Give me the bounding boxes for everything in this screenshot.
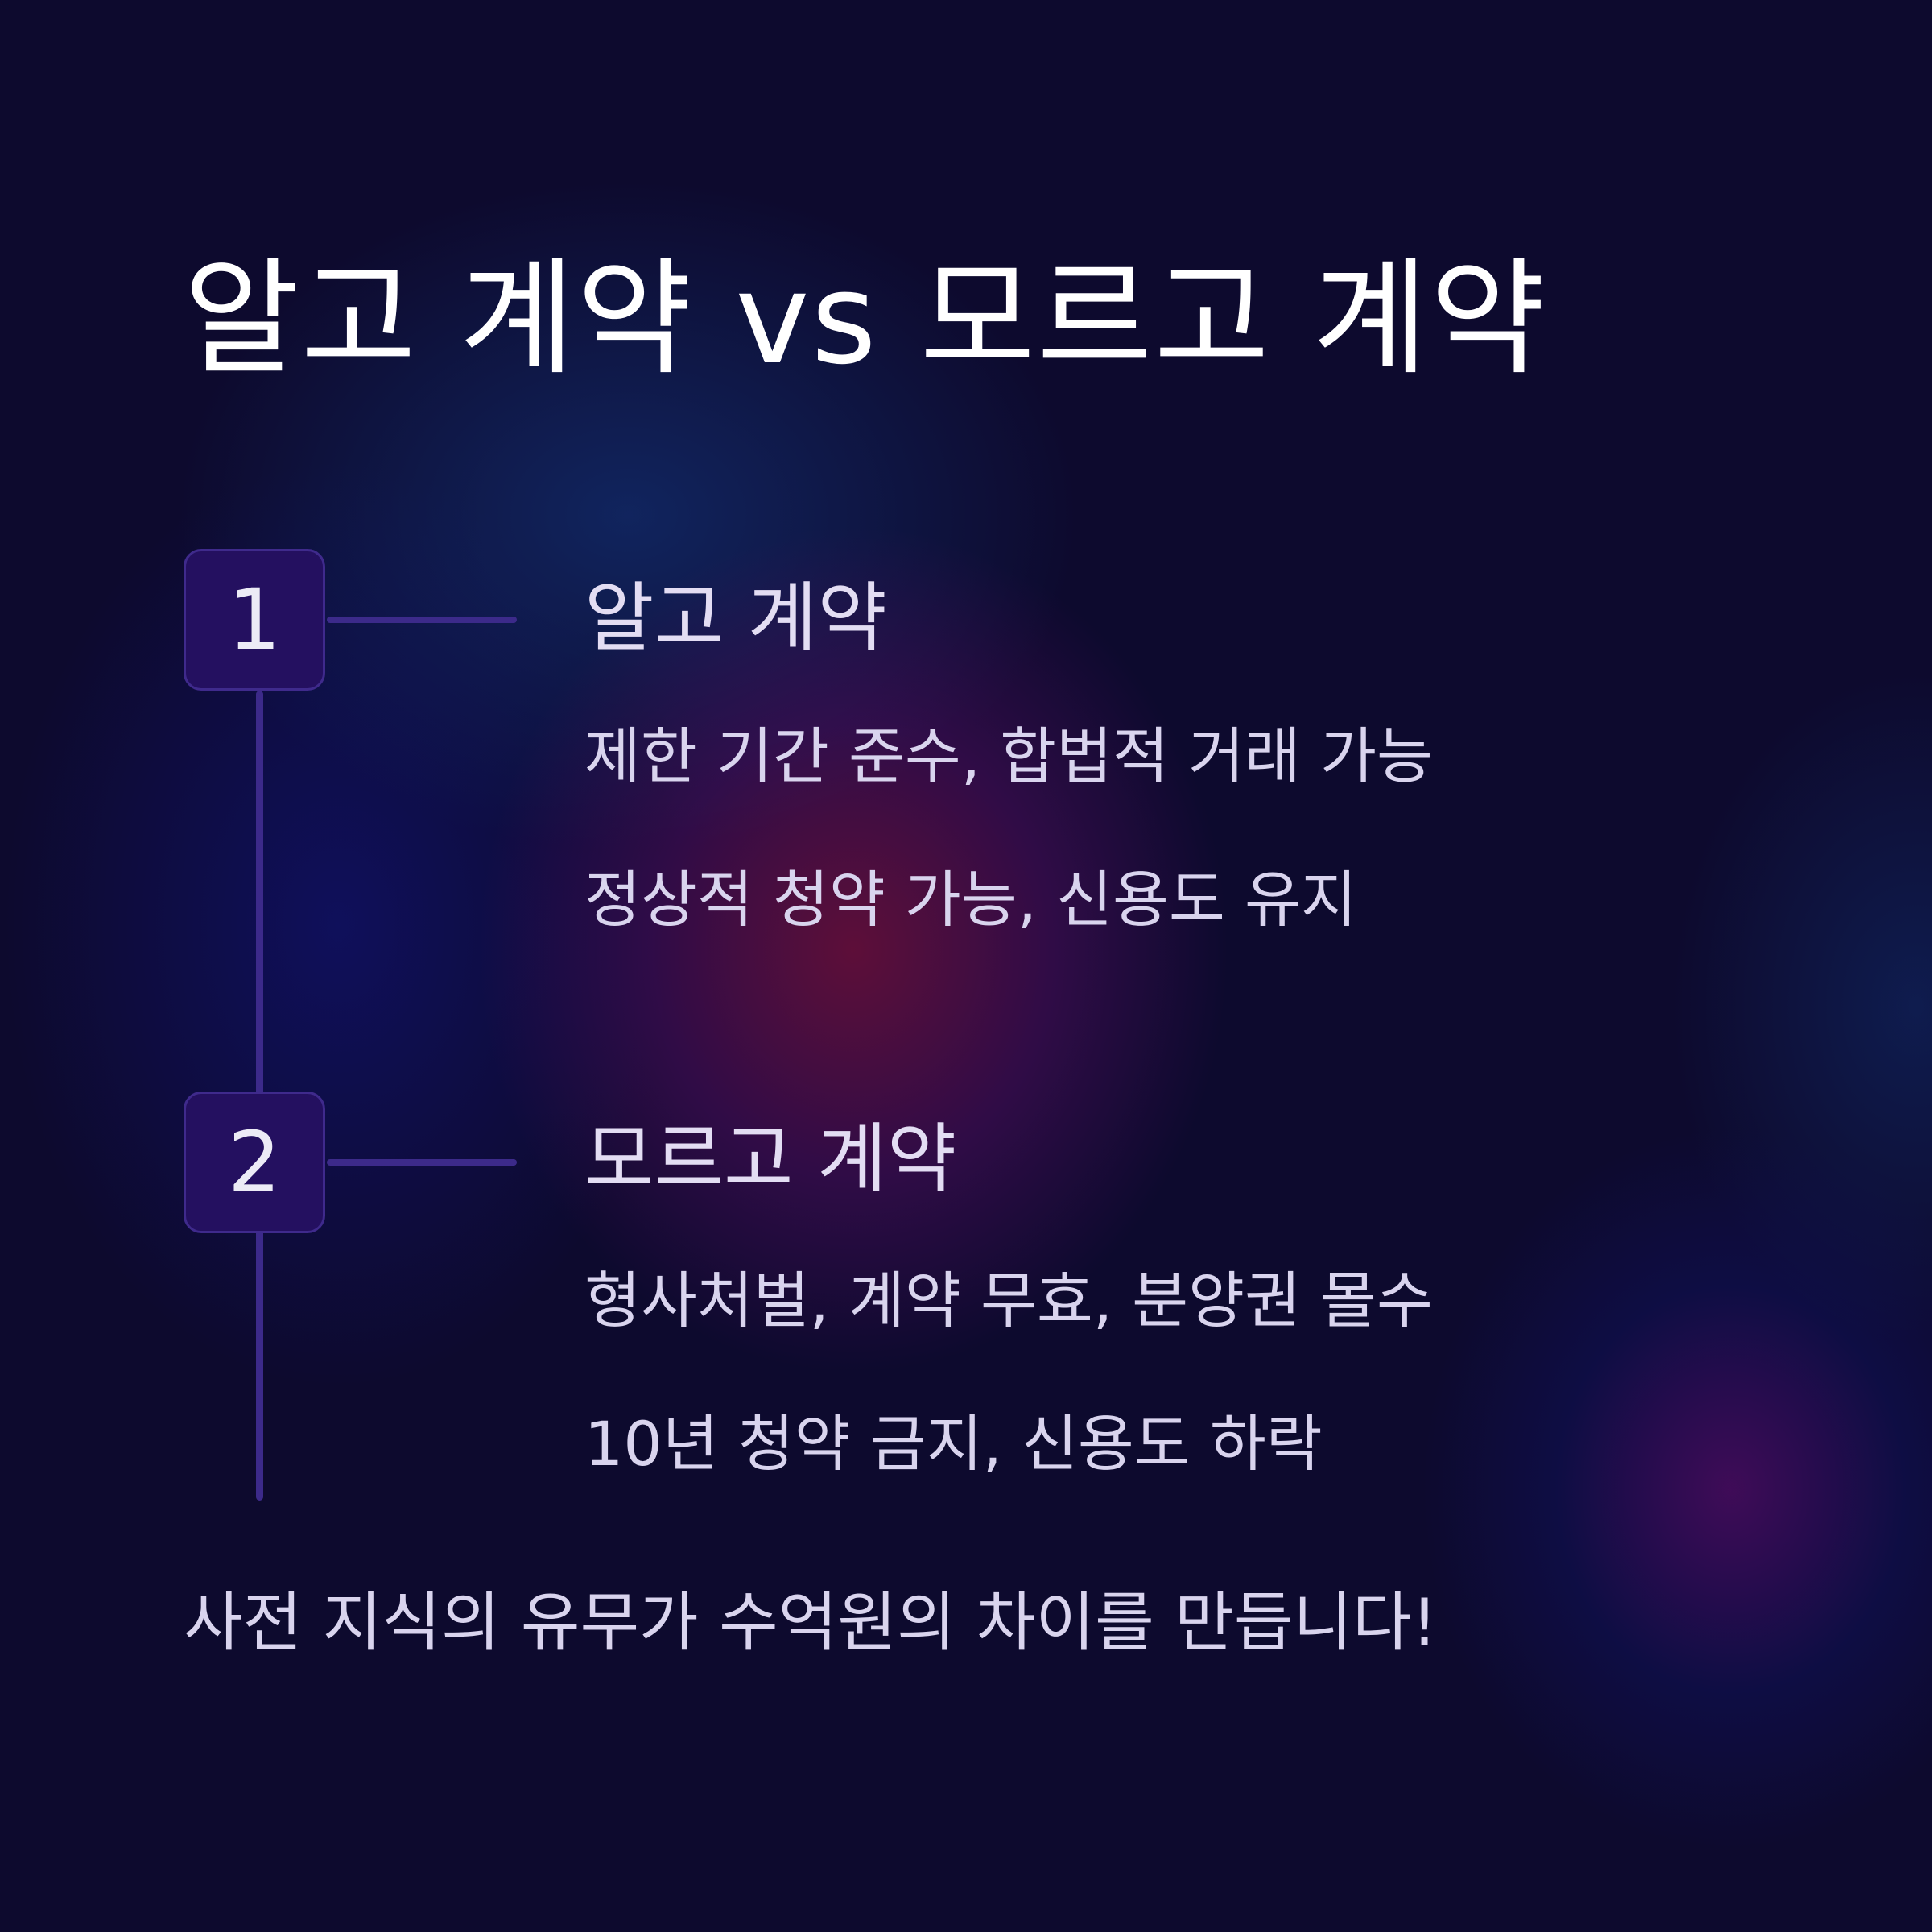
- page-title: 알고 계약 vs 모르고 계약: [184, 246, 1547, 392]
- step-1-heading: 알고 계약: [584, 575, 887, 663]
- step-1-detail-2: 정상적 청약 가능, 신용도 유지: [584, 864, 1357, 935]
- step-2-number-badge: 2: [184, 1092, 325, 1233]
- step-1-number-badge: 1: [184, 549, 325, 691]
- step-1-connector: [327, 617, 517, 623]
- step-2-connector: [327, 1159, 517, 1166]
- step-2-heading: 모르고 계약: [584, 1116, 957, 1203]
- footer-message: 사전 지식의 유무가 수억원의 차이를 만듭니다!: [184, 1585, 1438, 1660]
- step-2-detail-1: 형사처벌, 계약 무효, 분양권 몰수: [584, 1265, 1433, 1336]
- step-1-detail-1: 제한 기간 준수, 합법적 거래 가능: [584, 720, 1433, 792]
- step-2-detail-2: 10년 청약 금지, 신용도 하락: [584, 1408, 1323, 1480]
